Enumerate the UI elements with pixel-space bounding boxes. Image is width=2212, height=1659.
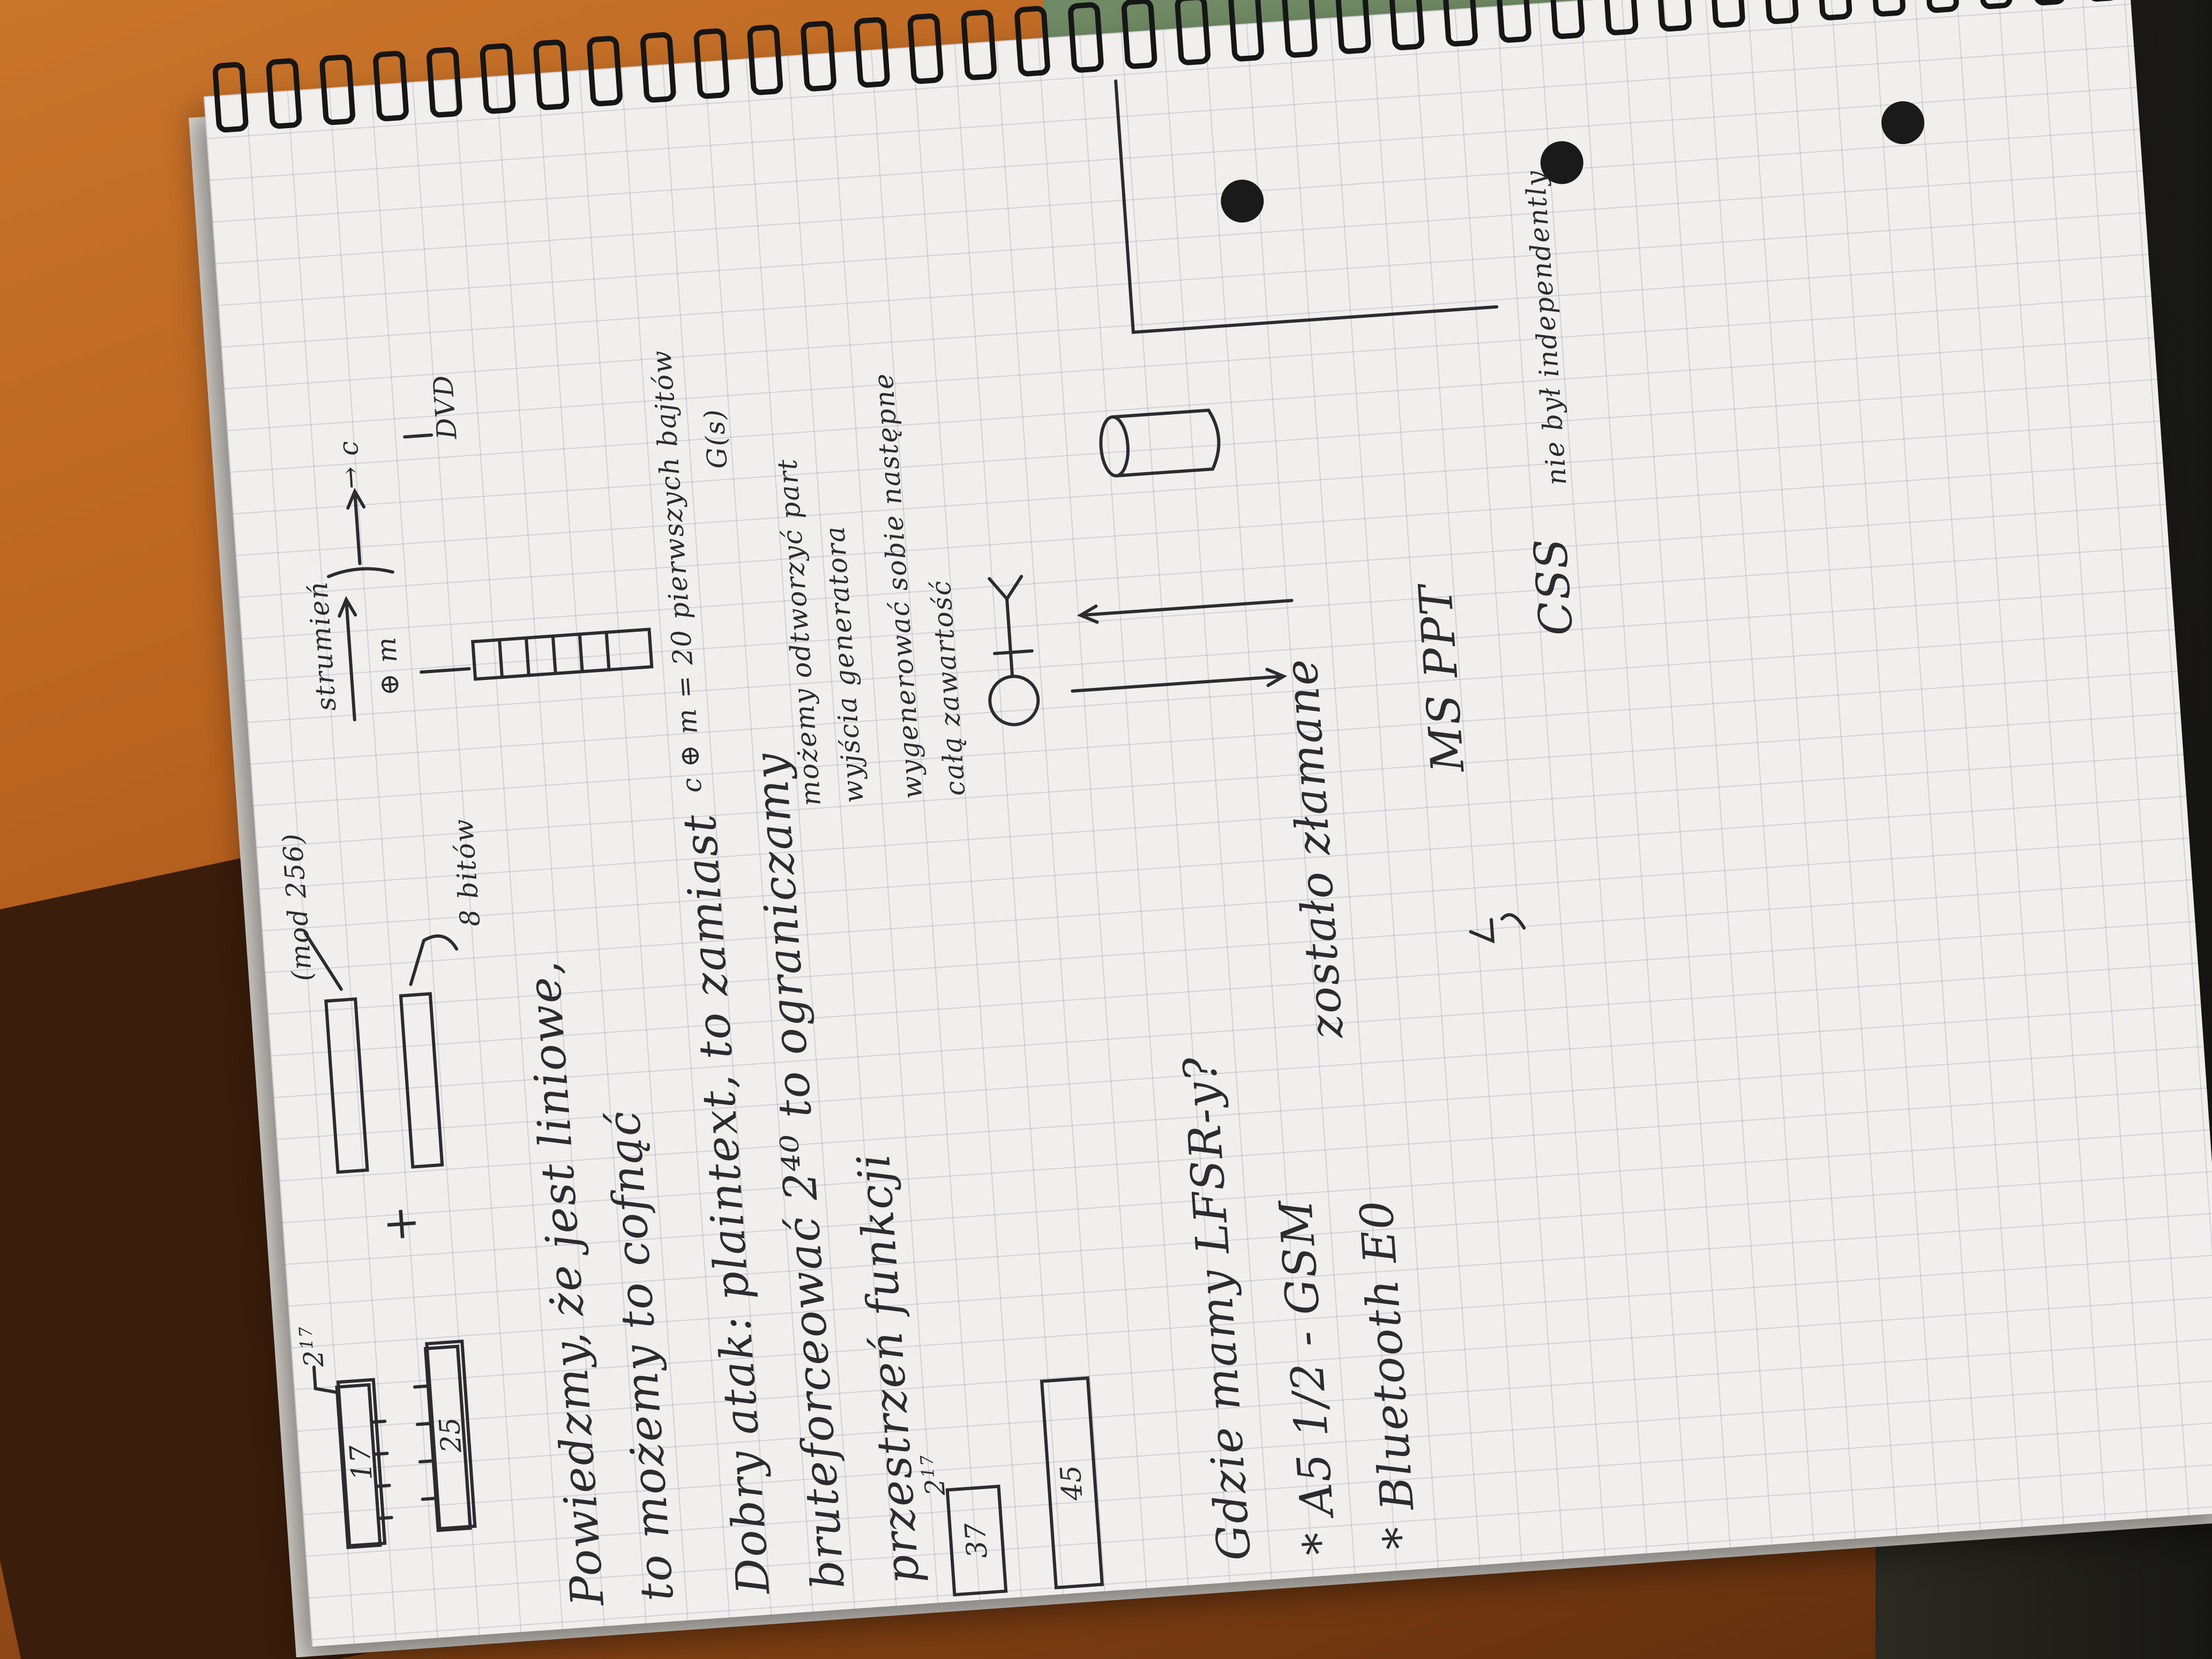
handwritten-notes: 17 25 217 + (mod 256) 8 bitów strumień ⊕… [204,0,2212,1647]
dvd-label: DVD [427,373,463,440]
exponent-2-17: 217 [295,1325,330,1369]
box-45-label: 45 [1055,1464,1089,1502]
box-37-label: 37 [959,1521,994,1560]
plus-sign: + [372,1202,428,1245]
box-37: 37 [945,1484,1008,1597]
register-25-label: 25 [434,1416,468,1454]
register-17-label: 17 [344,1444,379,1482]
css-label: CSS [1523,535,1583,638]
hand-drawn-diagram [303,79,1526,1549]
xor-m: ⊕ m [370,635,406,697]
gs-label: G(s) [698,407,734,470]
arrow-c: → c [332,438,367,490]
notebook-page: 17 25 217 + (mod 256) 8 bitów strumień ⊕… [204,0,2212,1647]
